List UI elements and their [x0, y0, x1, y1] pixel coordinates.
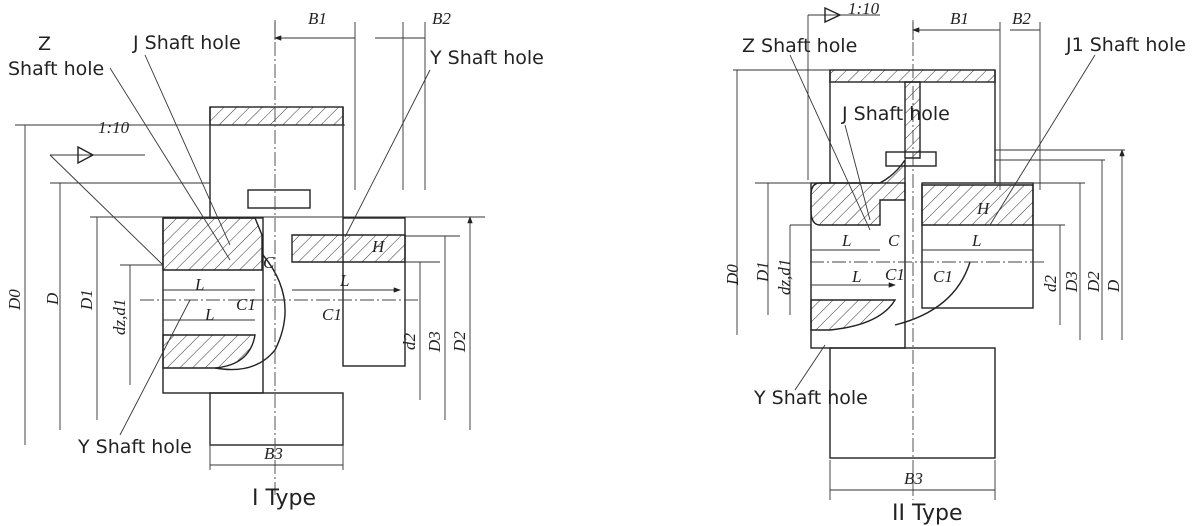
- type-ii-d2-small: d2: [1041, 275, 1060, 293]
- extension-lines: [733, 22, 1125, 500]
- type-i-y-shaft-hole-top-label: Y Shaft hole: [429, 47, 544, 69]
- bolt: [247, 189, 311, 209]
- left-hub-section-bottom: [810, 299, 897, 331]
- type-i-d3: D3: [425, 331, 444, 353]
- type-ii-h: H: [976, 199, 991, 218]
- type-ii-z-shaft-hole-label: Z Shaft hole: [742, 35, 857, 57]
- type-i-d0: D0: [5, 289, 24, 311]
- type-ii-d0: D0: [723, 264, 742, 286]
- type-ii-c1-left: C1: [885, 265, 905, 284]
- dimension-lines-horizontal: [811, 30, 1040, 491]
- dimension-lines-vertical: [24, 125, 470, 445]
- type-ii-d2-cap: D2: [1084, 271, 1103, 293]
- type-ii-drawing: [733, 6, 1125, 500]
- type-ii-y-shaft-hole-label: Y Shaft hole: [753, 387, 868, 409]
- type-ii-b2: B2: [1012, 9, 1031, 28]
- type-i-z-shaft-hole-label: Shaft hole: [8, 58, 104, 80]
- type-ii-dz-d1: dz,d1: [775, 259, 794, 295]
- sleeve-bottom: [209, 392, 344, 446]
- type-ii-l-bottom: L: [851, 267, 861, 286]
- sleeve-bottom: [829, 347, 996, 459]
- flange-outline: [829, 70, 996, 183]
- type-i-c1-left: C1: [236, 295, 256, 314]
- type-i-title: I Type: [252, 486, 316, 511]
- leader-lines: [49, 54, 431, 436]
- type-i-d1: D1: [77, 289, 96, 311]
- type-ii-l-right: L: [971, 231, 981, 250]
- type-ii-j-shaft-hole-label: J Shaft hole: [841, 103, 950, 125]
- type-ii-d1: D1: [753, 261, 772, 283]
- type-ii-taper: 1:10: [848, 0, 880, 18]
- type-ii-d: D: [1104, 279, 1123, 293]
- type-i-z-label: Z: [38, 33, 51, 55]
- dimension-lines-horizontal: [163, 38, 425, 466]
- type-i-l-bottom: L: [204, 305, 214, 324]
- type-ii-d3: D3: [1062, 271, 1081, 293]
- type-ii-title: II Type: [892, 501, 963, 526]
- type-i-d2-cap: D2: [450, 331, 469, 353]
- type-i-y-shaft-hole-bottom-label: Y Shaft hole: [77, 436, 192, 458]
- type-ii-l-top: L: [841, 231, 851, 250]
- type-i-dz-d1: dz,d1: [110, 299, 129, 335]
- type-i-d2-small: d2: [400, 333, 419, 351]
- flange-top: [209, 106, 344, 126]
- right-hub-section: [291, 234, 406, 263]
- taper-symbol-icon: [824, 6, 842, 24]
- flange-top: [829, 69, 996, 83]
- type-ii-c: C: [888, 231, 900, 250]
- left-hub-section-bottom: [162, 334, 256, 369]
- left-hub-section-top: [162, 217, 263, 271]
- type-i-j-shaft-hole-label: J Shaft hole: [132, 32, 241, 54]
- type-i-l-top: L: [194, 275, 204, 294]
- type-i-taper: 1:10: [98, 118, 130, 137]
- right-hub: [921, 182, 1034, 309]
- type-ii-b3: B3: [904, 469, 923, 488]
- type-ii-j1-shaft-hole-label: J1 Shaft hole: [1065, 34, 1186, 56]
- type-i-b2: B2: [432, 9, 451, 28]
- type-ii-c1-right: C1: [933, 267, 953, 286]
- type-i-b3: B3: [264, 444, 283, 463]
- leader-lines: [789, 14, 1096, 391]
- taper-symbol-icon: [77, 145, 95, 165]
- left-hub-section-top: [810, 157, 906, 226]
- cutaway-curve: [894, 261, 971, 326]
- type-i-c: C: [263, 253, 275, 272]
- dimension-lines-vertical: [736, 70, 1122, 340]
- type-ii-b1: B1: [950, 9, 969, 28]
- type-i-b1: B1: [308, 9, 327, 28]
- type-i-h: H: [371, 237, 386, 256]
- type-i-drawing: [15, 20, 485, 495]
- type-i-d: D: [43, 292, 62, 306]
- type-i-l-right: L: [339, 271, 349, 290]
- type-i-c1-right: C1: [322, 305, 342, 324]
